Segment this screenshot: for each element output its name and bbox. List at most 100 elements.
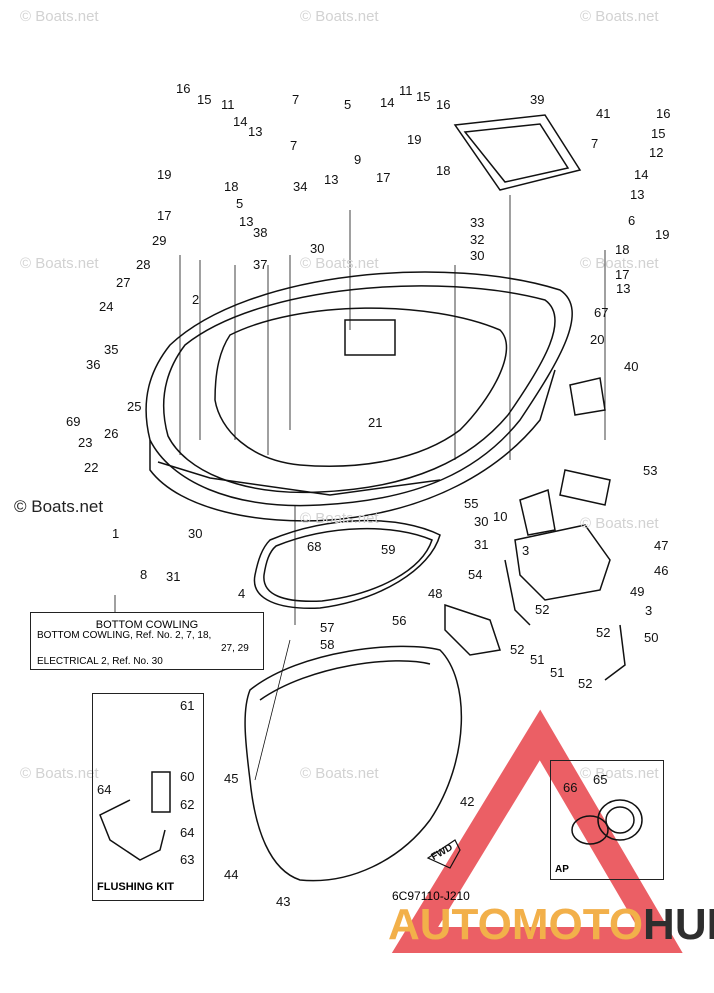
callout: 19 bbox=[407, 132, 422, 147]
callout: 24 bbox=[99, 299, 114, 314]
callout: 28 bbox=[136, 257, 151, 272]
note-line: 27, 29 bbox=[221, 643, 249, 654]
brand-logo: AUTOMOTOHUB bbox=[388, 900, 714, 950]
watermark-side: © Boats.net bbox=[14, 497, 104, 516]
watermark: © Boats.net bbox=[20, 765, 99, 782]
callout: 11 bbox=[221, 97, 235, 112]
callout: 46 bbox=[654, 563, 669, 578]
watermark: © Boats.net bbox=[300, 8, 379, 25]
callout: 55 bbox=[464, 496, 479, 511]
callout: 67 bbox=[594, 305, 609, 320]
watermark: © Boats.net bbox=[300, 510, 379, 527]
watermark: © Boats.net bbox=[580, 255, 659, 272]
seal-ring bbox=[253, 519, 441, 609]
callout: 49 bbox=[630, 584, 645, 599]
callout: 48 bbox=[428, 586, 443, 601]
callout: 20 bbox=[590, 332, 605, 347]
callout: 15 bbox=[651, 126, 666, 141]
bottom-cowling bbox=[145, 271, 573, 522]
callout: 16 bbox=[176, 81, 191, 96]
callout: 45 bbox=[224, 771, 239, 786]
watermark: © Boats.net bbox=[20, 8, 99, 25]
callout: 60 bbox=[180, 769, 195, 784]
callout: 50 bbox=[644, 630, 659, 645]
callout: 41 bbox=[596, 106, 611, 121]
flushing-kit-title: FLUSHING KIT bbox=[97, 881, 174, 893]
callout: 54 bbox=[468, 567, 483, 582]
note-line: ELECTRICAL 2, Ref. No. 30 bbox=[37, 656, 163, 667]
callout: 27 bbox=[116, 275, 131, 290]
callout: 51 bbox=[550, 665, 565, 680]
callout: 63 bbox=[180, 852, 195, 867]
callout: 52 bbox=[535, 602, 550, 617]
callout: 17 bbox=[157, 208, 172, 223]
callout: 30 bbox=[470, 248, 485, 263]
callout: 22 bbox=[84, 460, 99, 475]
callout: 25 bbox=[127, 399, 142, 414]
callout: 17 bbox=[376, 170, 391, 185]
callout: 13 bbox=[616, 281, 631, 296]
callout: 38 bbox=[253, 225, 268, 240]
callout: 47 bbox=[654, 538, 669, 553]
watermark: © Boats.net bbox=[300, 765, 379, 782]
callout: 32 bbox=[470, 232, 485, 247]
ap-clamp bbox=[571, 799, 643, 845]
callout: 61 bbox=[180, 698, 195, 713]
callout: 7 bbox=[591, 136, 599, 151]
callout: 17 bbox=[615, 267, 630, 282]
flushing-kit-box: FLUSHING KIT bbox=[92, 693, 204, 901]
callout: 35 bbox=[104, 342, 119, 357]
callout: 5 bbox=[236, 196, 244, 211]
callout: 29 bbox=[152, 233, 167, 248]
callout: 65 bbox=[593, 772, 608, 787]
callout: 42 bbox=[460, 794, 475, 809]
watermark: © Boats.net bbox=[580, 8, 659, 25]
watermark: © Boats.net bbox=[580, 515, 659, 532]
callout: 8 bbox=[140, 567, 148, 582]
diagram-code: 6C97110-J210 bbox=[392, 889, 470, 903]
leader-lines bbox=[114, 195, 606, 781]
callout: 69 bbox=[66, 414, 81, 429]
callout: 51 bbox=[530, 652, 545, 667]
callout: 30 bbox=[310, 241, 325, 256]
watermark: © Boats.net bbox=[20, 255, 99, 272]
callout: 12 bbox=[649, 145, 664, 160]
callout: 64 bbox=[180, 825, 195, 840]
callout: 5 bbox=[344, 97, 352, 112]
callout: 62 bbox=[180, 797, 195, 812]
brand-logo-triangle bbox=[391, 709, 683, 953]
callout: 6 bbox=[628, 213, 636, 228]
callout: 66 bbox=[563, 780, 578, 795]
callout: 44 bbox=[224, 867, 239, 882]
callout: 52 bbox=[578, 676, 593, 691]
callout: 68 bbox=[307, 539, 322, 554]
callout: 21 bbox=[368, 415, 383, 430]
callout: 7 bbox=[292, 92, 300, 107]
callout: 10 bbox=[493, 509, 508, 524]
callout: 16 bbox=[436, 97, 451, 112]
callout: 58 bbox=[320, 637, 335, 652]
callout: 34 bbox=[293, 179, 308, 194]
flushing-hose bbox=[99, 771, 171, 861]
callout: 13 bbox=[248, 124, 263, 139]
callout: 31 bbox=[474, 537, 489, 552]
callout: 31 bbox=[166, 569, 181, 584]
callout: 18 bbox=[436, 163, 451, 178]
callout: 4 bbox=[238, 586, 246, 601]
callout: 14 bbox=[634, 167, 649, 182]
callout: 3 bbox=[645, 603, 653, 618]
callout: 15 bbox=[197, 92, 212, 107]
callout: 59 bbox=[381, 542, 396, 557]
callout: 56 bbox=[392, 613, 407, 628]
callout: 13 bbox=[239, 214, 254, 229]
brand-part1: AUTOMOTO bbox=[388, 900, 644, 949]
note-line: BOTTOM COWLING, Ref. No. 2, 7, 18, bbox=[37, 630, 212, 641]
note-title: BOTTOM COWLING bbox=[95, 619, 199, 631]
top-plate bbox=[453, 114, 582, 191]
callout: 52 bbox=[596, 625, 611, 640]
callout: 26 bbox=[104, 426, 119, 441]
callout: 30 bbox=[474, 514, 489, 529]
fwd-arrow bbox=[426, 839, 461, 869]
callout: 16 bbox=[656, 106, 671, 121]
